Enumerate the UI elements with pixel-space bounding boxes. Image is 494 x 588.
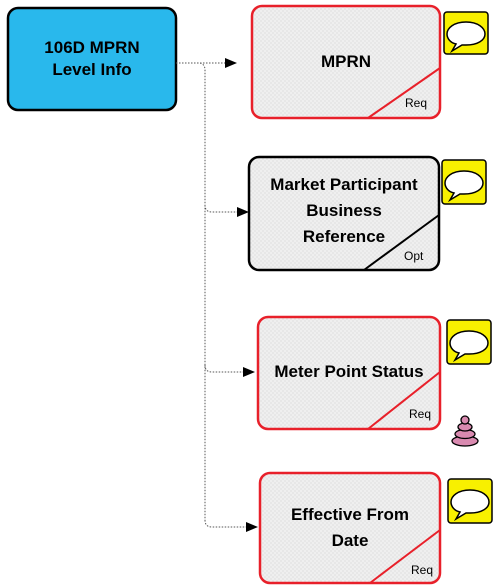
- child-node-effective-from-date[interactable]: [258, 471, 442, 585]
- req-badge-effective-from-date: Req: [411, 563, 434, 577]
- child-node-market-participant-business-reference[interactable]: [247, 155, 441, 272]
- connector-meter-point-status: [204, 364, 255, 377]
- comment-icon-effective-from-date[interactable]: [447, 478, 493, 524]
- connectors: [176, 58, 258, 532]
- connector-market-participant: [204, 204, 249, 217]
- child-node-mprn[interactable]: [250, 4, 442, 120]
- connector-effective-from-date: [204, 519, 258, 532]
- comment-icon-market-participant[interactable]: [441, 159, 487, 205]
- root-node[interactable]: [6, 6, 178, 112]
- opt-badge-market-participant: Opt: [404, 249, 424, 263]
- child-node-meter-point-status[interactable]: [256, 315, 442, 431]
- repeat-stack-icon: [451, 415, 479, 447]
- req-badge-mprn: Req: [405, 96, 428, 110]
- comment-icon-mprn[interactable]: [443, 11, 489, 55]
- connector-trunk: [176, 62, 206, 520]
- comment-icon-meter-point-status[interactable]: [446, 319, 492, 365]
- req-badge-meter-point-status: Req: [409, 407, 432, 421]
